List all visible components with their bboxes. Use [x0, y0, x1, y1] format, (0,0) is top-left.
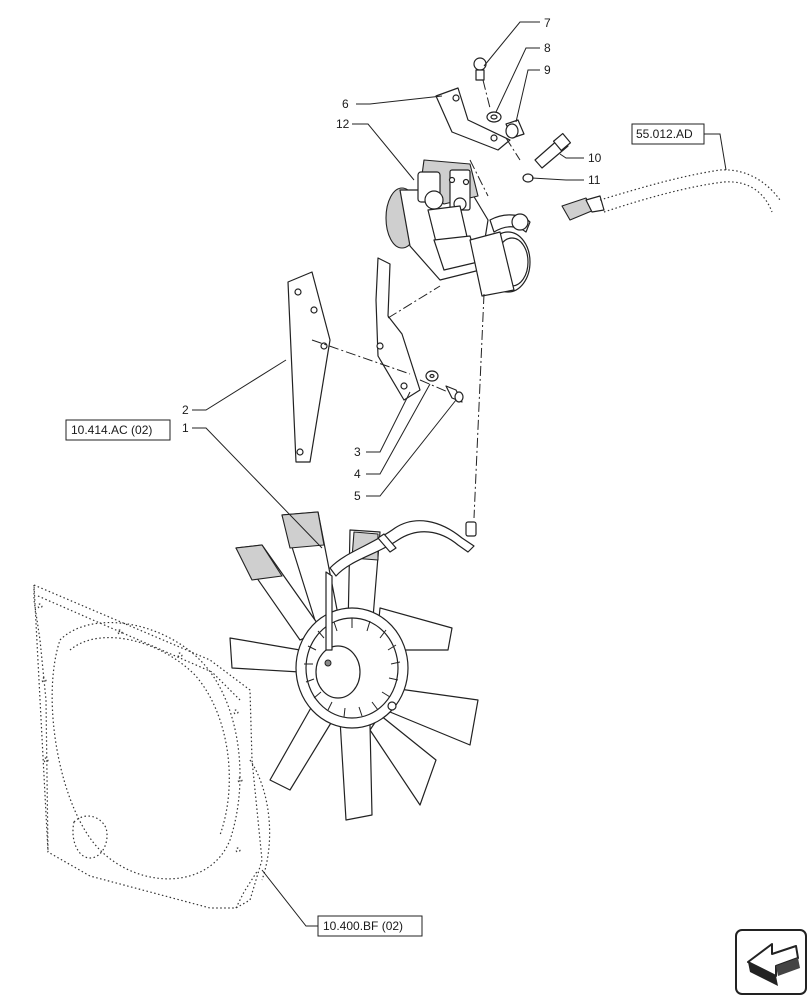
callout-9: 9	[544, 63, 551, 77]
callout-12: 12	[336, 117, 350, 131]
callout-10: 10	[588, 151, 602, 165]
reference-harness-link[interactable]: 55.012.AD	[631, 123, 705, 145]
callout-8: 8	[544, 41, 551, 55]
callout-11: 11	[588, 173, 601, 187]
valve-support-bracket	[375, 257, 421, 401]
bracket-hardware	[473, 57, 525, 139]
reference-shroud-link[interactable]: 10.400.BF (02)	[317, 915, 423, 937]
leader-lines	[192, 21, 727, 927]
reference-fan-drive-label[interactable]: 10.414.AC (02)	[71, 423, 152, 437]
valve-bolt-and-washer	[522, 132, 572, 183]
reference-shroud-label[interactable]: 10.400.BF (02)	[323, 919, 403, 933]
fan-speed-harness	[325, 520, 477, 651]
fan-shroud	[33, 584, 271, 909]
callout-1: 1	[182, 421, 189, 435]
support-plate	[287, 271, 331, 463]
callout-2: 2	[182, 403, 189, 417]
harness-connector	[561, 169, 781, 221]
clutch-fins	[304, 618, 401, 718]
mounting-bracket	[435, 87, 511, 151]
bracket-fasteners	[425, 370, 464, 403]
callout-5: 5	[354, 489, 361, 503]
assembly-center-lines	[311, 79, 521, 519]
reference-harness-label[interactable]: 55.012.AD	[636, 127, 693, 141]
solenoid-valve-assembly	[385, 159, 531, 297]
reference-fan-drive-link[interactable]: 10.414.AC (02)	[65, 419, 171, 441]
callout-7: 7	[544, 16, 551, 30]
callout-6: 6	[342, 97, 349, 111]
callout-4: 4	[354, 467, 361, 481]
callout-3: 3	[354, 445, 361, 459]
next-page-arrow-icon[interactable]	[735, 929, 807, 995]
